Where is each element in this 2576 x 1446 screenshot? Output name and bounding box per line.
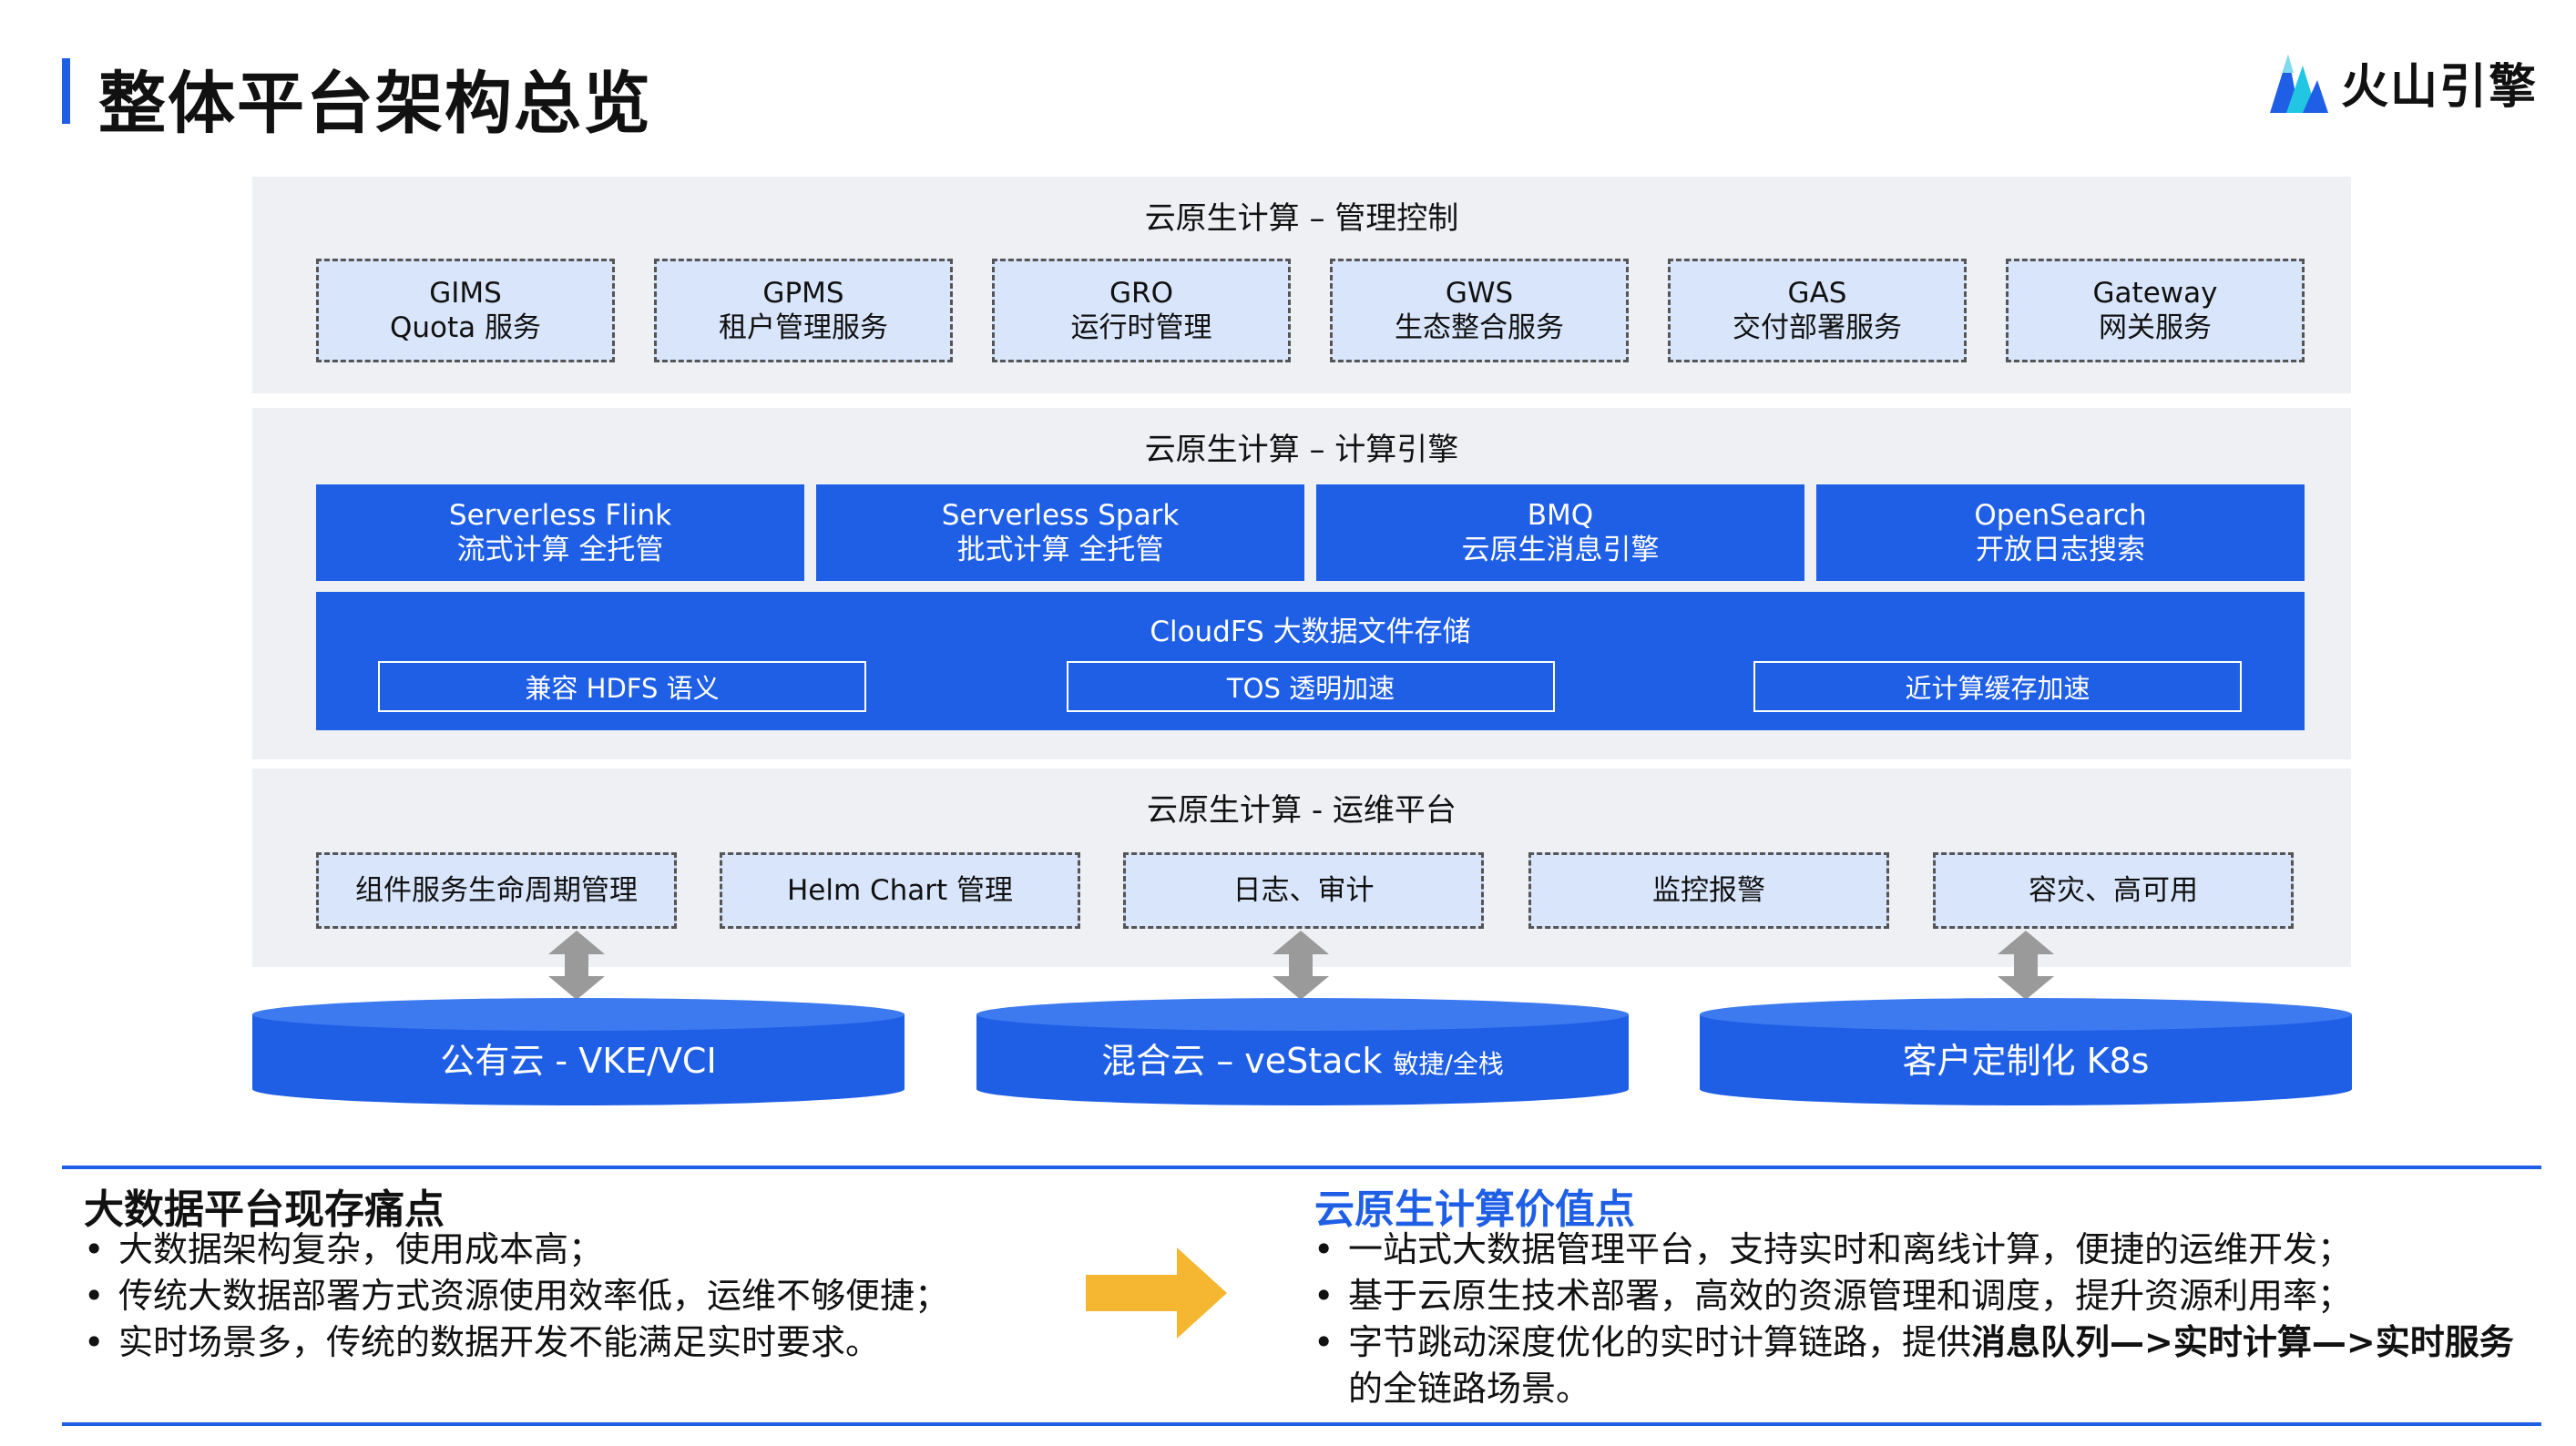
title-accent-bar [62, 58, 70, 124]
value-points-title: 云原生计算价值点 [1314, 1186, 1635, 1233]
deployment-custom-k8s: 客户定制化 K8s [1700, 998, 2352, 1105]
service-name: GIMS [429, 277, 502, 310]
double-arrow-icon [1273, 931, 1329, 1000]
service-box-gro: GRO 运行时管理 [992, 259, 1291, 362]
pain-points-title: 大数据平台现存痛点 [84, 1186, 445, 1233]
deployment-label: 混合云 – veStack 敏捷/全栈 [1101, 1041, 1504, 1081]
ops-box-disaster-recovery: 容灾、高可用 [1933, 852, 2294, 929]
list-item: 实时场景多，传统的数据开发不能满足实时要求。 [82, 1319, 1084, 1366]
engine-box-flink: Serverless Flink 流式计算 全托管 [316, 484, 804, 581]
divider-bottom [62, 1422, 2541, 1426]
service-name: GAS [1787, 277, 1847, 310]
ops-item-label: 日志、审计 [1232, 874, 1375, 907]
cloudfs-feature-cache: 近计算缓存加速 [1753, 661, 2242, 712]
highlight-text: 消息队列—>实时计算—>实时服务 [1971, 1322, 2514, 1362]
cylinder-shape [976, 998, 1629, 1105]
engine-box-spark: Serverless Spark 批式计算 全托管 [816, 484, 1304, 581]
ops-item-label: 组件服务生命周期管理 [355, 874, 638, 907]
pain-points-list: 大数据架构复杂，使用成本高； 传统大数据部署方式资源使用效率低，运维不够便捷； … [82, 1227, 1084, 1366]
ops-box-logging: 日志、审计 [1123, 852, 1484, 929]
service-name: GWS [1445, 277, 1514, 310]
cloudfs-storage-box: CloudFS 大数据文件存储 兼容 HDFS 语义 TOS 透明加速 近计算缓… [316, 592, 2305, 730]
deployment-label: 客户定制化 K8s [1902, 1041, 2150, 1081]
cloudfs-feature-tos: TOS 透明加速 [1067, 661, 1555, 712]
page-title: 整体平台架构总览 [98, 65, 652, 143]
deployment-label: 公有云 - VKE/VCI [440, 1041, 717, 1081]
engine-desc: 开放日志搜索 [1976, 534, 2145, 566]
service-box-gas: GAS 交付部署服务 [1668, 259, 1967, 362]
engine-desc: 云原生消息引擎 [1461, 534, 1660, 566]
ops-panel-title: 云原生计算 - 运维平台 [1147, 792, 1457, 829]
deployment-public-cloud: 公有云 - VKE/VCI [252, 998, 905, 1105]
service-name: GPMS [762, 277, 844, 310]
engine-desc: 流式计算 全托管 [456, 534, 664, 566]
list-item: 大数据架构复杂，使用成本高； [82, 1227, 1084, 1273]
ops-box-lifecycle: 组件服务生命周期管理 [316, 852, 677, 929]
service-desc: 生态整合服务 [1395, 311, 1564, 344]
engine-name: OpenSearch [1974, 499, 2147, 532]
list-item: 一站式大数据管理平台，支持实时和离线计算，便捷的运维开发； [1312, 1227, 2532, 1273]
service-box-gateway: Gateway 网关服务 [2006, 259, 2305, 362]
list-item: 字节跳动深度优化的实时计算链路，提供消息队列—>实时计算—>实时服务的全链路场景… [1312, 1319, 2532, 1412]
engine-box-bmq: BMQ 云原生消息引擎 [1316, 484, 1804, 581]
ops-item-label: 监控报警 [1652, 874, 1765, 907]
ops-box-monitoring: 监控报警 [1528, 852, 1889, 929]
deployment-note: 敏捷/全栈 [1393, 1049, 1504, 1079]
deployment-hybrid-cloud: 混合云 – veStack 敏捷/全栈 [976, 998, 1629, 1105]
engine-name: BMQ [1527, 499, 1594, 532]
double-arrow-icon [1998, 931, 2054, 1000]
cylinder-shape [252, 998, 905, 1105]
ops-box-helm: Helm Chart 管理 [720, 852, 1080, 929]
service-desc: Quota 服务 [389, 311, 542, 344]
engine-desc: 批式计算 全托管 [956, 534, 1164, 566]
volcano-mountain-icon [2270, 55, 2328, 113]
service-desc: 租户管理服务 [719, 311, 888, 344]
logo-text: 火山引擎 [2341, 59, 2539, 115]
service-desc: 运行时管理 [1070, 311, 1212, 344]
management-panel-title: 云原生计算 – 管理控制 [1144, 200, 1459, 237]
service-box-gpms: GPMS 租户管理服务 [654, 259, 953, 362]
service-desc: 交付部署服务 [1733, 311, 1902, 344]
divider-top [62, 1166, 2541, 1169]
service-box-gws: GWS 生态整合服务 [1330, 259, 1629, 362]
ops-item-label: 容灾、高可用 [2029, 874, 2198, 907]
cylinder-shape [1700, 998, 2352, 1105]
cloudfs-feature-hdfs: 兼容 HDFS 语义 [378, 661, 866, 712]
value-points-list: 一站式大数据管理平台，支持实时和离线计算，便捷的运维开发； 基于云原生技术部署，… [1312, 1227, 2532, 1412]
cloudfs-title: CloudFS 大数据文件存储 [1150, 616, 1471, 648]
engine-name: Serverless Flink [448, 499, 672, 532]
service-box-gims: GIMS Quota 服务 [316, 259, 615, 362]
service-name: GRO [1109, 277, 1173, 310]
service-desc: 网关服务 [2099, 311, 2212, 344]
brand-logo: 火山引擎 [2266, 46, 2538, 118]
list-item: 传统大数据部署方式资源使用效率低，运维不够便捷； [82, 1273, 1084, 1319]
engine-box-opensearch: OpenSearch 开放日志搜索 [1816, 484, 2305, 581]
ops-item-label: Helm Chart 管理 [786, 874, 1014, 907]
service-name: Gateway [2092, 277, 2218, 310]
list-item: 基于云原生技术部署，高效的资源管理和调度，提升资源利用率； [1312, 1273, 2532, 1319]
double-arrow-icon [548, 931, 605, 1000]
engine-name: Serverless Spark [941, 499, 1180, 532]
engine-panel-title: 云原生计算 – 计算引擎 [1144, 432, 1459, 468]
right-arrow-icon [1086, 1247, 1227, 1339]
